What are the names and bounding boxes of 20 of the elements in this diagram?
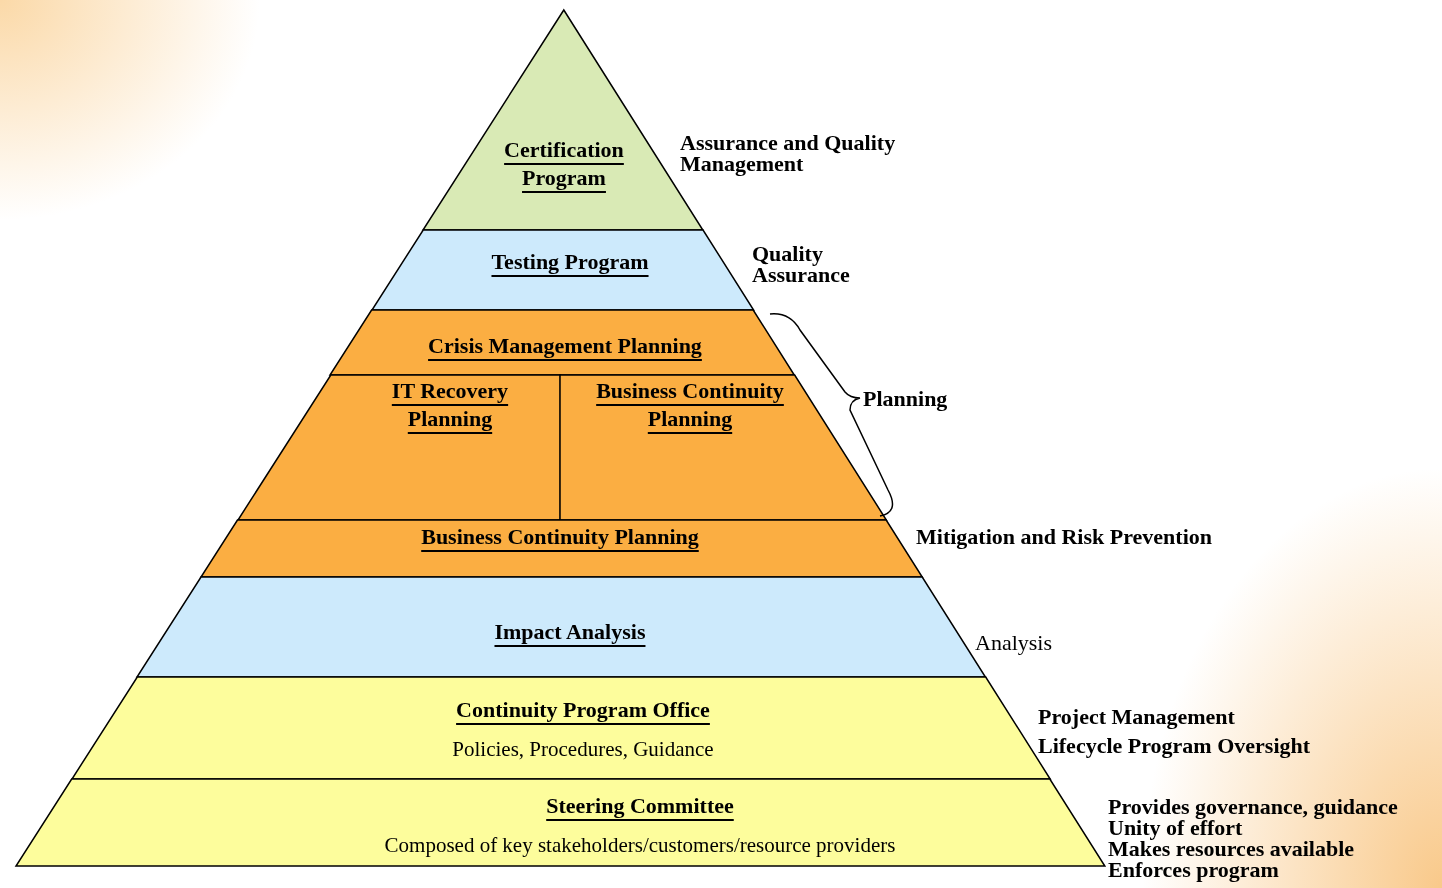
tier-description: Composed of key stakeholders/customers/resource providers <box>384 832 896 858</box>
tier-title: Crisis Management Planning <box>428 332 702 360</box>
tier-title: IT Recovery Planning <box>390 377 510 433</box>
side-label: Analysis <box>975 632 1053 653</box>
side-label: Provides governance, guidance <box>1108 796 1399 817</box>
tier-title: Testing Program <box>491 248 649 276</box>
tier-title: Impact Analysis <box>494 618 646 646</box>
side-label: Project Management <box>1038 706 1236 727</box>
side-label: Quality Assurance <box>752 243 851 285</box>
tier-description: Policies, Procedures, Guidance <box>452 736 714 762</box>
tier-title: Business Continuity Planning <box>421 523 699 551</box>
side-label: Assurance and Quality Management <box>680 132 897 174</box>
tier-title: Steering Committee <box>546 792 734 820</box>
bracket-label: Planning <box>863 388 948 409</box>
side-label: Lifecycle Program Oversight <box>1038 735 1312 756</box>
tier-title: Certification Program <box>503 136 625 192</box>
side-label: Mitigation and Risk Prevention <box>916 526 1213 547</box>
tier-title: Continuity Program Office <box>456 696 710 724</box>
side-label: Enforces program <box>1108 859 1280 880</box>
tier-title: Business Continuity Planning <box>595 377 785 433</box>
